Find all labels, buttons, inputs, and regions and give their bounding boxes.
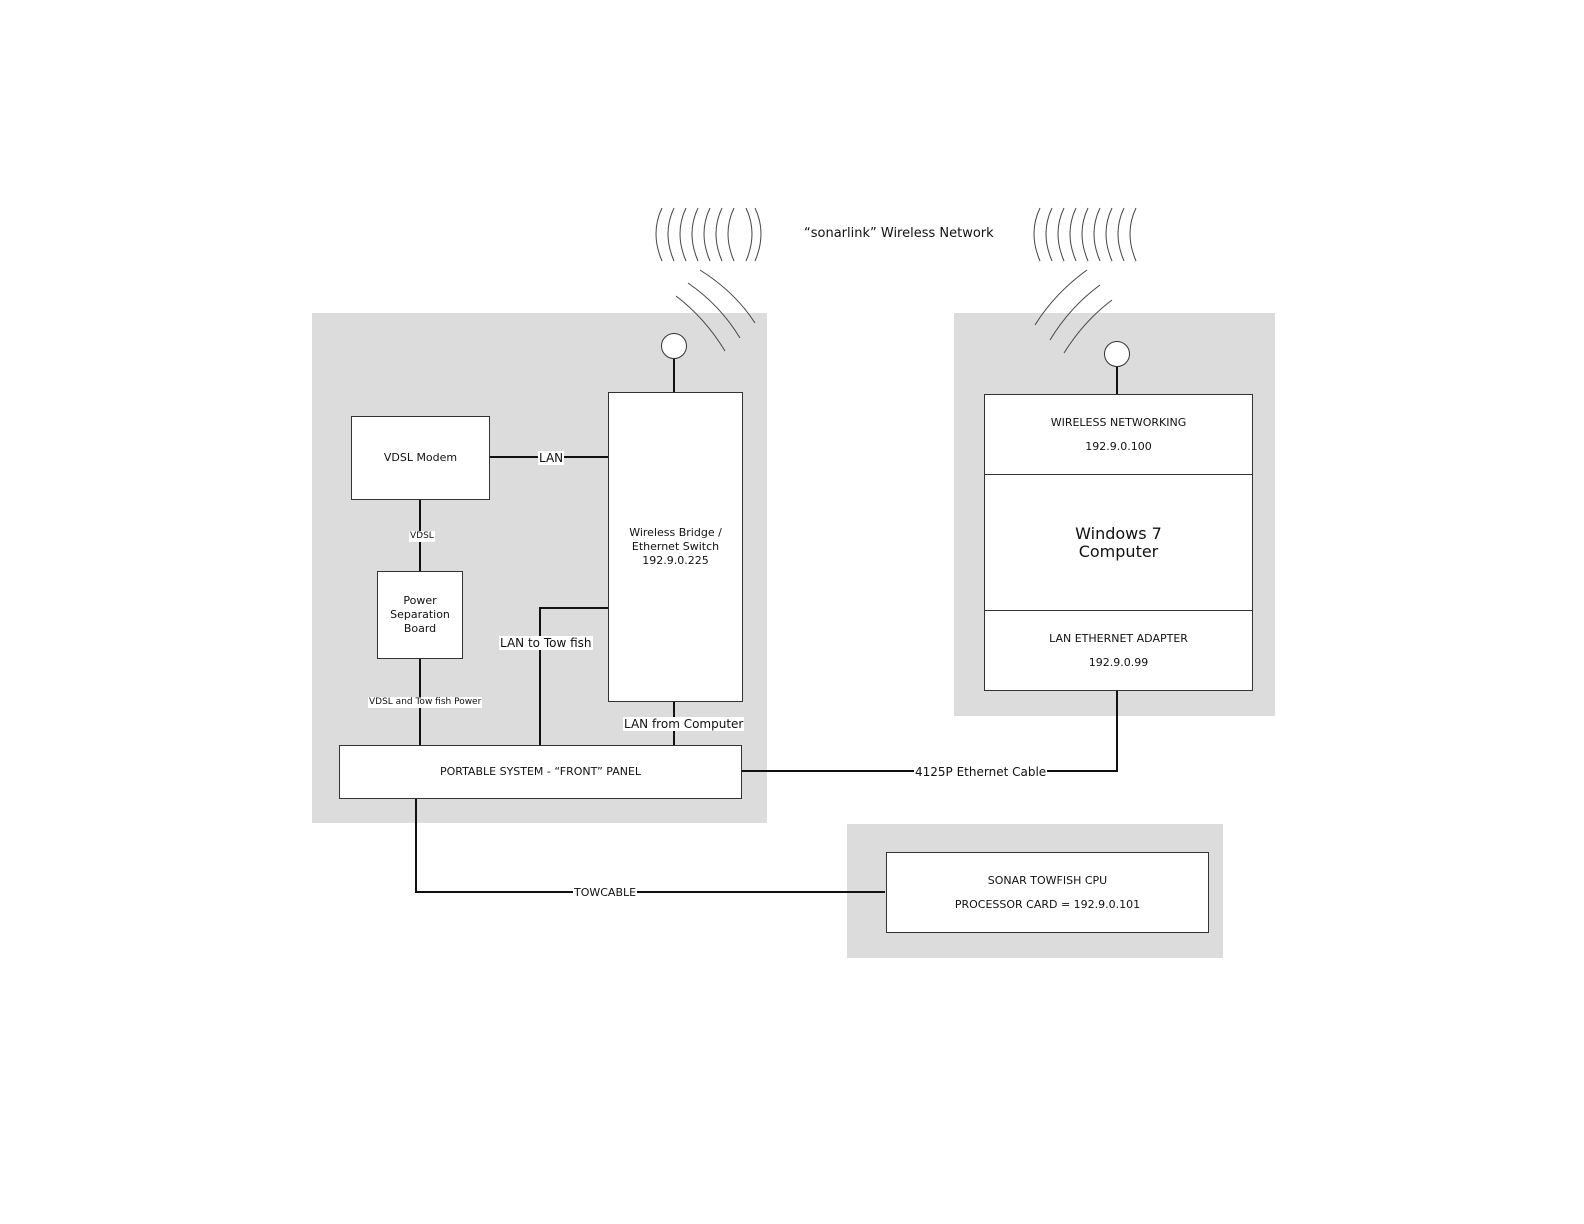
bridge-line-2: Ethernet Switch	[631, 540, 720, 553]
network-title: “sonarlink” Wireless Network	[804, 226, 994, 241]
towfish-cpu-label: SONAR TOWFISH CPU	[987, 873, 1108, 887]
link-label-lan-towfish: LAN to Tow fish	[499, 636, 593, 650]
power-board-line-1: Power	[403, 594, 437, 607]
link-label-vdsl-power: VDSL and Tow fish Power	[368, 697, 483, 708]
power-board-line-2: Separation	[390, 608, 450, 621]
wireless-signal-icon	[655, 207, 1137, 354]
wireless-networking-label: WIRELESS NETWORKING	[1050, 415, 1187, 429]
antenna-icon	[1104, 341, 1130, 367]
link-label-vdsl: VDSL	[409, 531, 435, 542]
windows-computer-box: Windows 7 Computer	[984, 474, 1253, 611]
computer-line-1: Windows 7	[1075, 523, 1162, 543]
bridge-ip: 192.9.0.225	[642, 554, 709, 567]
link-label-lan: LAN	[538, 451, 565, 465]
front-panel-label: PORTABLE SYSTEM - “FRONT” PANEL	[439, 765, 642, 778]
lan-adapter-ip: 192.9.0.99	[1088, 655, 1149, 669]
power-board-line-3: Board	[403, 622, 437, 635]
wireless-networking-box: WIRELESS NETWORKING 192.9.0.100	[984, 394, 1253, 475]
wire-panel-computer	[741, 690, 1118, 772]
towfish-cpu-ip: PROCESSOR CARD = 192.9.0.101	[954, 897, 1141, 911]
link-label-towcable: TOWCABLE	[573, 886, 638, 900]
lan-adapter-box: LAN ETHERNET ADAPTER 192.9.0.99	[984, 610, 1253, 691]
lan-adapter-label: LAN ETHERNET ADAPTER	[1049, 631, 1188, 645]
front-panel-box: PORTABLE SYSTEM - “FRONT” PANEL	[339, 745, 742, 799]
vdsl-modem-box: VDSL Modem	[351, 416, 490, 500]
bridge-line-1: Wireless Bridge /	[629, 526, 722, 539]
vdsl-modem-label: VDSL Modem	[383, 451, 458, 464]
computer-line-2: Computer	[1078, 541, 1159, 561]
wireless-bridge-box: Wireless Bridge / Ethernet Switch 192.9.…	[608, 392, 743, 702]
wire-towcable	[415, 795, 885, 893]
wireless-networking-ip: 192.9.0.100	[1085, 439, 1152, 453]
power-separation-board-box: Power Separation Board	[377, 571, 463, 659]
link-label-lan-computer: LAN from Computer	[623, 717, 745, 731]
wire-bridge-towfish	[539, 607, 609, 745]
towfish-cpu-box: SONAR TOWFISH CPU PROCESSOR CARD = 192.9…	[886, 852, 1209, 933]
antenna-icon	[661, 333, 687, 359]
link-label-ethernet-cable: 4125P Ethernet Cable	[914, 765, 1048, 779]
